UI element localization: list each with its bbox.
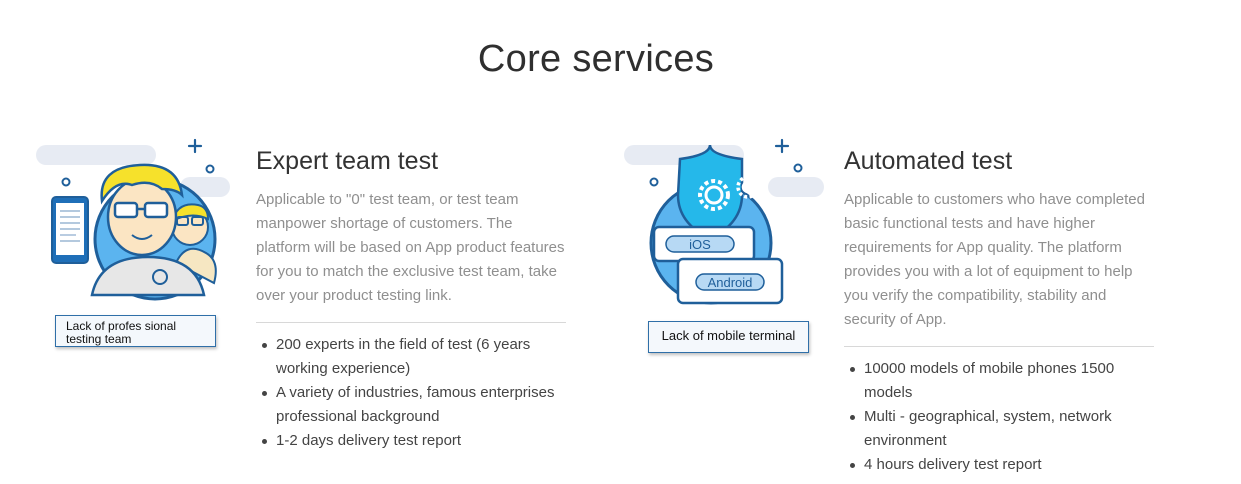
list-item: A variety of industries, famous enterpri…	[262, 381, 566, 429]
automated-test-tooltip: Lack of mobile terminal	[648, 321, 809, 353]
feature-list: 200 experts in the field of test (6 year…	[256, 333, 566, 453]
expert-team-illustration	[30, 135, 240, 315]
android-badge: Android	[708, 275, 753, 290]
expert-team-card: Expert team test Applicable to "0" test …	[256, 146, 566, 453]
card-title: Expert team test	[256, 147, 439, 175]
list-item: 4 hours delivery test report	[850, 453, 1154, 477]
list-item: 200 experts in the field of test (6 year…	[262, 333, 566, 381]
card-title: Automated test	[844, 147, 1013, 175]
card-description: Applicable to customers who have complet…	[844, 191, 1145, 328]
automated-test-illustration: iOS Android	[618, 135, 828, 320]
page-title: Core services	[477, 38, 715, 80]
automated-test-card: Automated test Applicable to customers w…	[844, 146, 1154, 477]
list-item: Multi - geographical, system, network en…	[850, 405, 1154, 453]
ios-badge: iOS	[689, 237, 711, 252]
card-divider	[844, 346, 1154, 347]
list-item: 10000 models of mobile phones 1500 model…	[850, 357, 1154, 405]
card-description: Applicable to "0" test team, or test tea…	[256, 191, 565, 304]
feature-list: 10000 models of mobile phones 1500 model…	[844, 357, 1154, 477]
expert-team-tooltip: Lack of profes sional testing team	[55, 315, 216, 347]
card-divider	[256, 322, 566, 323]
list-item: 1-2 days delivery test report	[262, 429, 566, 453]
